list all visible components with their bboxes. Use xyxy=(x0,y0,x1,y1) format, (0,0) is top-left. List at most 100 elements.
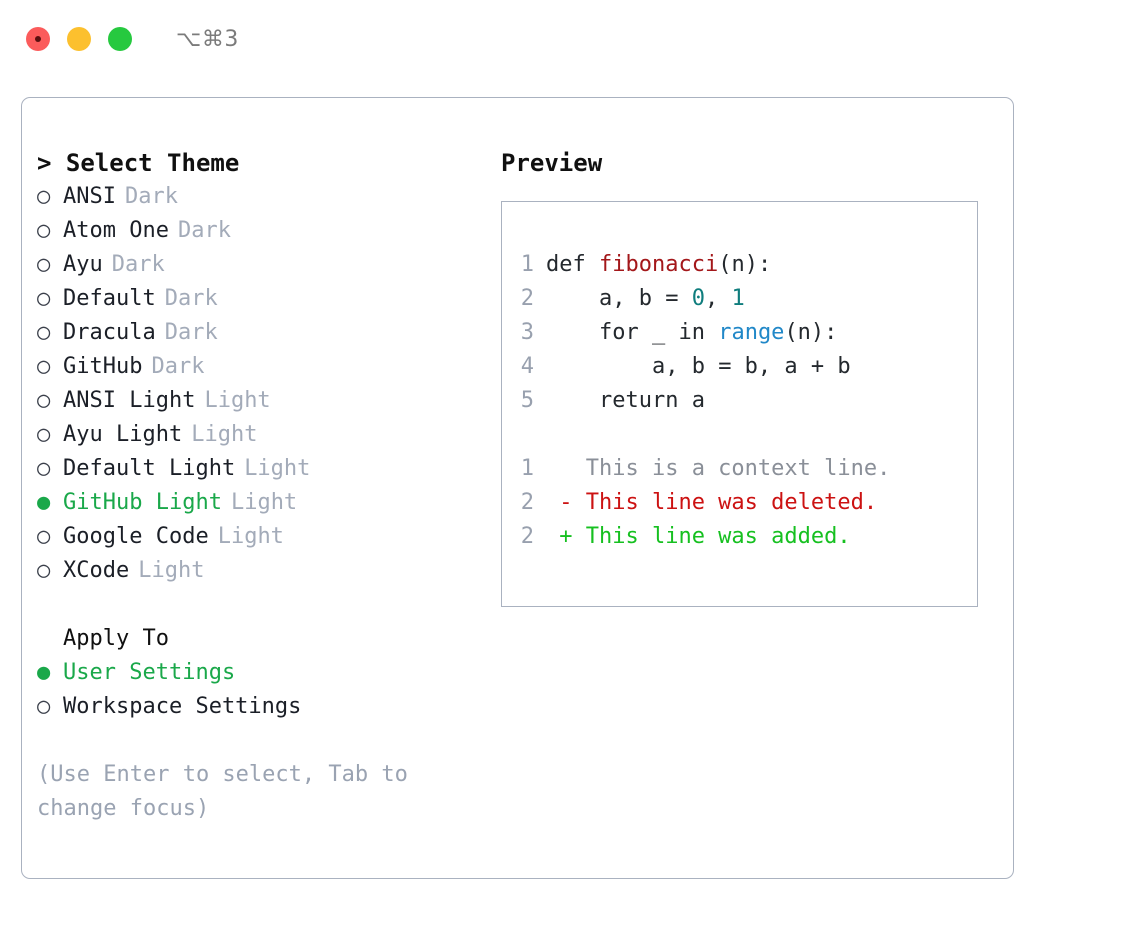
theme-option-label: Dracula xyxy=(63,320,156,345)
theme-option-tag: Light xyxy=(230,490,298,515)
code-token-plain: return a xyxy=(598,388,705,413)
code-token-plain: def xyxy=(546,252,599,277)
code-line-text: return a xyxy=(546,384,705,418)
diff-line-number: 1 xyxy=(520,456,534,481)
title-bar: ⌥⌘3 xyxy=(0,0,1140,78)
theme-option-tag: Dark xyxy=(164,320,218,345)
theme-option-tag: Dark xyxy=(111,252,165,277)
theme-option-label: Ayu xyxy=(63,252,103,277)
hint-spacer xyxy=(37,724,487,758)
code-line-number: 2 xyxy=(520,286,534,311)
code-token-plain: a, b = xyxy=(598,286,692,311)
diff-line-number: 2 xyxy=(520,490,534,515)
apply-to-option-label: User Settings xyxy=(63,660,236,685)
apply-to-list: ●User Settings ○ Workspace Settings xyxy=(37,656,487,724)
radio-unselected-icon: ○ xyxy=(37,218,51,243)
code-line: 3 for _ in range(n): xyxy=(520,316,971,350)
radio-unselected-icon: ○ xyxy=(37,558,51,583)
keyboard-hint: (Use Enter to select, Tab to change focu… xyxy=(37,762,422,821)
code-token-call: range xyxy=(718,320,785,345)
theme-option-tag: Light xyxy=(138,558,205,583)
radio-unselected-icon: ○ xyxy=(37,456,51,481)
code-token-plain: a, b = b, a + b xyxy=(651,354,851,379)
theme-option-ansi-light[interactable]: ○ ANSI Light Light xyxy=(37,384,487,418)
code-token-num: 0 xyxy=(691,286,705,311)
radio-unselected-icon: ○ xyxy=(37,422,51,447)
theme-option-label: Default Light xyxy=(63,456,236,481)
code-line-text: a, b = 0, 1 xyxy=(546,282,745,316)
apply-to-option-label: Workspace Settings xyxy=(63,694,302,719)
radio-unselected-icon: ○ xyxy=(37,354,51,379)
code-line-text: a, b = b, a + b xyxy=(546,350,851,384)
diff-line-del: 2 - This line was deleted. xyxy=(520,486,971,520)
radio-unselected-icon: ○ xyxy=(37,524,51,549)
radio-selected-icon: ● xyxy=(37,490,51,515)
theme-option-ansi[interactable]: ○ ANSI Dark xyxy=(37,180,487,214)
code-token-plain: (n): xyxy=(784,320,838,345)
theme-option-default[interactable]: ○ Default Dark xyxy=(37,282,487,316)
code-token-plain: (n): xyxy=(718,252,772,277)
theme-option-label: Default xyxy=(63,286,156,311)
diff-line-number: 2 xyxy=(520,524,534,549)
diff-line-add: 2 + This line was added. xyxy=(520,520,971,554)
theme-option-label: ANSI Light xyxy=(63,388,196,413)
radio-unselected-icon: ○ xyxy=(37,388,51,413)
radio-unselected-icon: ○ xyxy=(37,184,51,209)
theme-option-google-code[interactable]: ○ Google Code Light xyxy=(37,520,487,554)
theme-option-github-light[interactable]: ● GitHub Light Light xyxy=(37,486,487,520)
theme-option-dracula[interactable]: ○ Dracula Dark xyxy=(37,316,487,350)
maximize-button[interactable] xyxy=(108,27,132,51)
radio-unselected-icon: ○ xyxy=(37,252,51,277)
theme-option-label: GitHub Light xyxy=(63,490,222,515)
theme-option-tag: Light xyxy=(217,524,284,549)
theme-option-tag: Light xyxy=(204,388,271,413)
section-spacer xyxy=(37,588,487,622)
theme-option-ayu[interactable]: ○ Ayu Dark xyxy=(37,248,487,282)
theme-option-ayu-light[interactable]: ○ Ayu Light Light xyxy=(37,418,487,452)
code-token-plain: , xyxy=(704,286,732,311)
theme-option-label: Atom One xyxy=(63,218,169,243)
minimize-button[interactable] xyxy=(67,27,91,51)
radio-unselected-icon: ○ xyxy=(37,694,51,719)
diff-line-text: + This line was added. xyxy=(546,524,851,549)
theme-option-tag: Dark xyxy=(124,184,178,209)
theme-option-default-light[interactable]: ○ Default Light Light xyxy=(37,452,487,486)
theme-option-label: Ayu Light xyxy=(63,422,183,447)
close-button[interactable] xyxy=(26,27,50,51)
theme-option-label: Google Code xyxy=(63,524,209,549)
apply-to-option-user-settings[interactable]: ●User Settings xyxy=(37,656,487,690)
theme-option-label: ANSI xyxy=(63,184,116,209)
apply-to-title: Apply To xyxy=(63,626,169,651)
code-line-number: 5 xyxy=(520,388,534,413)
code-line: 2 a, b = 0, 1 xyxy=(520,282,971,316)
theme-option-tag: Light xyxy=(191,422,258,447)
preview-title: Preview xyxy=(501,149,603,177)
code-line-text: def fibonacci(n): xyxy=(546,248,771,282)
code-token-fn: fibonacci xyxy=(598,252,719,277)
radio-unselected-icon: ○ xyxy=(37,286,51,311)
radio-unselected-icon: ○ xyxy=(37,320,51,345)
code-line: 4 a, b = b, a + b xyxy=(520,350,971,384)
apply-to-option-workspace-settings[interactable]: ○ Workspace Settings xyxy=(37,690,487,724)
code-line-number: 3 xyxy=(520,320,534,345)
diff-line-text: This is a context line. xyxy=(546,456,891,481)
theme-option-label: GitHub xyxy=(63,354,143,379)
code-token-num: 1 xyxy=(731,286,745,311)
diff-line-context: 1 This is a context line. xyxy=(520,452,971,486)
code-line-number: 4 xyxy=(520,354,534,379)
theme-option-tag: Dark xyxy=(164,286,218,311)
code-line-text: for _ in range(n): xyxy=(546,316,837,350)
select-theme-title: > Select Theme xyxy=(37,149,240,177)
theme-option-tag: Light xyxy=(244,456,311,481)
